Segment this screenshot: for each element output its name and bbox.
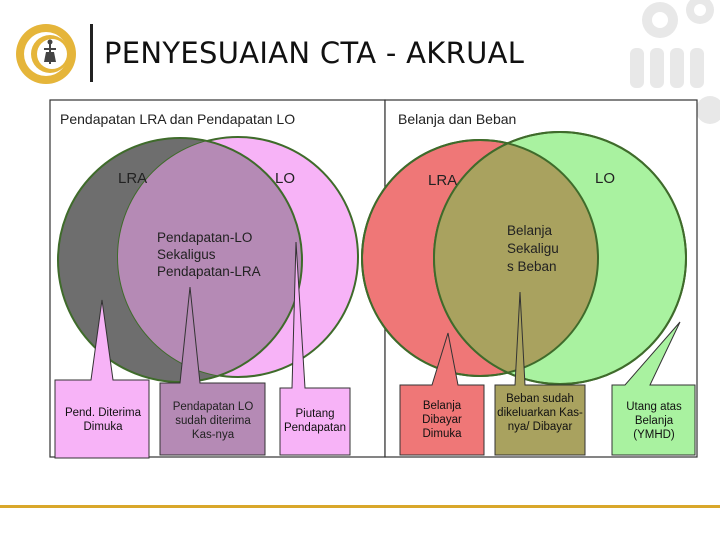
set-label-lra-left: LRA [118, 170, 148, 187]
callout-piutang-pendapatan [279, 241, 351, 456]
callout-text-1: Pend. Diterima Dimuka [64, 407, 142, 433]
callout-text-3: Piutang Pendapatan [283, 408, 347, 434]
right-panel-heading: Belanja dan Beban [398, 111, 517, 127]
callout-text-4: Belanja Dibayar Dimuka [422, 400, 462, 440]
set-label-lra-right: LRA [428, 172, 458, 189]
title-divider [90, 24, 93, 82]
callout-text-5: Beban sudah dikeluarkan Kas-nya/ Dibayar [497, 393, 583, 433]
callout-pendapatan-lo-diterima [159, 286, 266, 456]
callout-beban-sudah-dikeluarkan [494, 291, 586, 456]
callout-pend-diterima-dimuka [54, 299, 150, 459]
set-label-lo-left: LO [275, 170, 296, 187]
overlap-text-left: Pendapatan-LO Sekaligus Pendapatan-LRA [157, 230, 261, 279]
overlap-text-right: Belanja Sekaligu s Beban [507, 223, 559, 274]
left-panel-heading: Pendapatan LRA dan Pendapatan LO [60, 111, 296, 127]
university-logo [16, 24, 76, 84]
set-label-lo-right: LO [595, 170, 616, 187]
slide-title: PENYESUAIAN CTA - AKRUAL [104, 36, 525, 70]
callout-utang-atas-belanja [611, 321, 696, 456]
callout-text-6: Utang atas Belanja (YMHD) [626, 401, 682, 441]
overlap-right [434, 140, 598, 376]
callout-text-2: Pendapatan LO sudah diterima Kas-nya [172, 401, 254, 441]
callout-belanja-dibayar-dimuka [399, 332, 485, 456]
footer-accent-line [0, 505, 720, 508]
